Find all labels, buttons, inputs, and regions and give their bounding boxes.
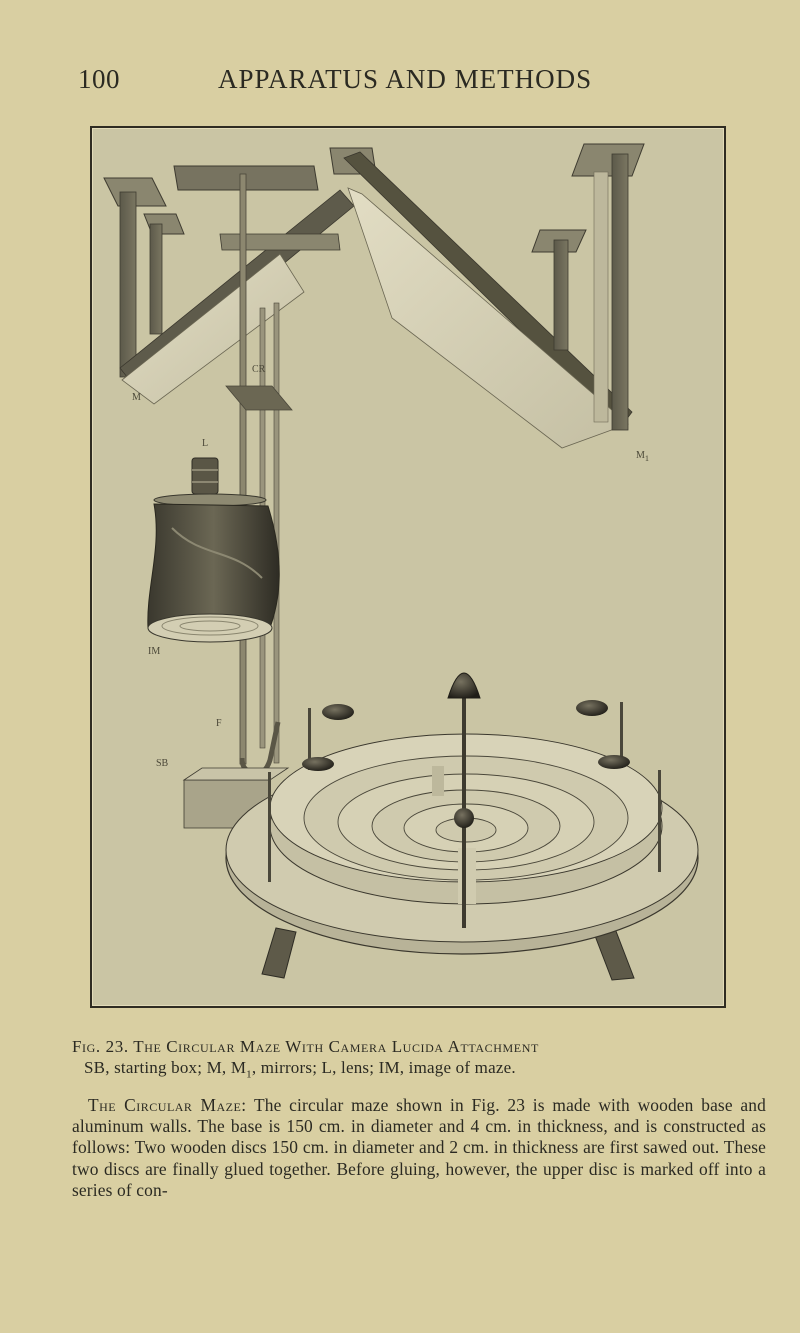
caption-title: Fig. 23. The Circular Maze With Camera L…: [72, 1037, 539, 1056]
section-lead-in: The Circular Maze:: [88, 1095, 247, 1115]
caption-legend: SB, starting box; M, M1, mirrors; L, len…: [84, 1058, 516, 1081]
label-l: L: [202, 438, 209, 449]
label-m: M: [132, 392, 141, 403]
figure-plate: M M1 CR L IM F SB: [90, 126, 726, 1008]
label-sb: SB: [156, 758, 169, 769]
running-head: APPARATUS AND METHODS: [218, 64, 593, 94]
page-number: 100: [78, 64, 120, 94]
maze-table: [225, 672, 699, 981]
label-m1: M1: [636, 450, 650, 463]
page-header: 100 APPARATUS AND METHODS: [78, 64, 678, 104]
figure-caption: Fig. 23. The Circular Maze With Camera L…: [72, 1036, 772, 1085]
label-cr: CR: [252, 364, 266, 375]
body-paragraph: The Circular Maze: The circular maze sho…: [72, 1095, 766, 1201]
circular-maze-illustration: [103, 143, 699, 981]
label-f: F: [216, 718, 222, 729]
paragraph-text: The circular maze shown in Fig. 23 is ma…: [72, 1095, 766, 1200]
label-im: IM: [148, 646, 161, 657]
camera-lucida-lens: [147, 457, 280, 643]
mirror-m-assembly: [103, 165, 355, 405]
mirror-m1-assembly: [329, 143, 645, 449]
